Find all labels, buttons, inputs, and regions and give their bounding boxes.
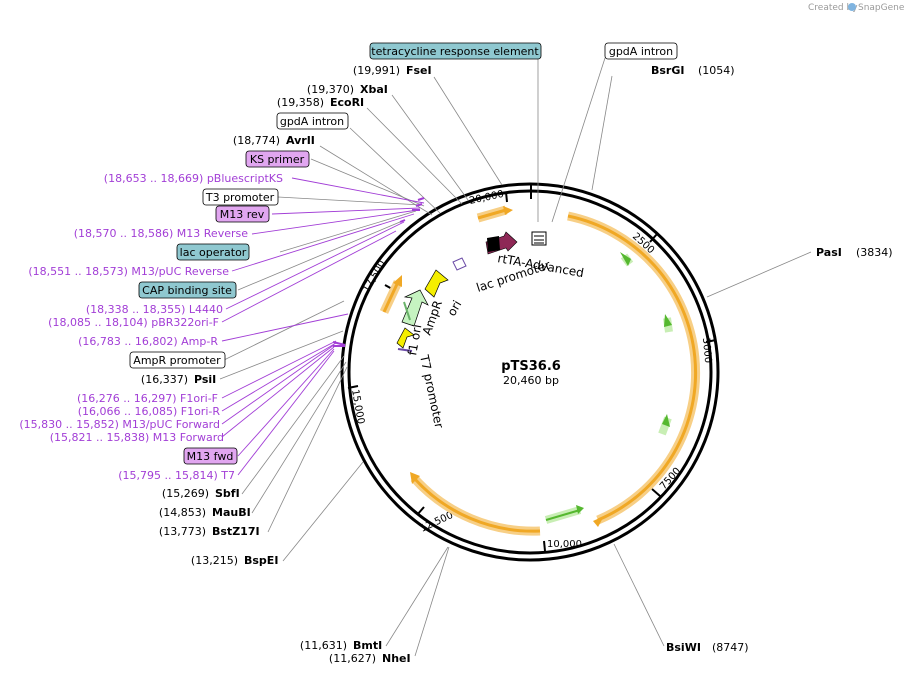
backbone-outer-ring xyxy=(340,182,720,562)
enzyme-bspei-pos: (13,215) xyxy=(191,554,238,567)
primer-amp-r: (16,783 .. 16,802) Amp-R xyxy=(78,335,218,348)
enzyme-fsei-name: FseI xyxy=(406,64,432,77)
snapgene-logo-icon xyxy=(848,3,856,11)
snapgene-brand-text: SnapGene xyxy=(858,3,905,13)
enzyme-bstz17i-name: BstZ17I xyxy=(212,525,260,538)
ampr-stripe xyxy=(403,301,411,321)
tick-label-10000: 10,000 xyxy=(547,539,582,550)
primer-m13-forward: (15,821 .. 15,838) M13 Forward xyxy=(50,431,224,444)
created-by-text: Created by xyxy=(808,3,858,13)
enzyme-fsei-pos: (19,991) xyxy=(353,64,400,77)
enzyme-bmti-pos: (11,631) xyxy=(300,639,347,652)
enzyme-bsiwi-name: BsiWI xyxy=(666,641,701,654)
enzyme-pasi-name: PasI xyxy=(816,246,842,259)
primer-m13-reverse: (18,570 .. 18,586) M13 Reverse xyxy=(74,227,248,240)
primer-f1ori-f: (16,276 .. 16,297) F1ori-F xyxy=(77,392,218,405)
box-m13-fwd xyxy=(183,447,238,465)
primer-l4440: (18,338 .. 18,355) L4440 xyxy=(86,303,223,316)
box-gpda-left-label: gpdA intron xyxy=(280,115,344,128)
box-lac-operator-label: lac operator xyxy=(180,246,247,259)
lac-promoter-arrow xyxy=(452,257,467,271)
t7-promoter-mark xyxy=(397,348,413,352)
tre-block-icon xyxy=(487,236,500,252)
ori-arrow xyxy=(424,269,449,298)
primer-pbr322ori-f: (18,085 .. 18,104) pBR322ori-F xyxy=(48,316,219,329)
enzyme-avrii-pos: (18,774) xyxy=(233,134,280,147)
enzyme-sbfi-pos: (15,269) xyxy=(162,487,209,500)
box-gpda-top-label: gpdA intron xyxy=(609,45,673,58)
enzyme-ecori-name: EcoRI xyxy=(330,96,364,109)
primer-m13-puc-forward: (15,830 .. 15,852) M13/pUC Forward xyxy=(19,418,220,431)
box-lac-operator xyxy=(176,243,250,261)
primer-m13-puc-reverse: (18,551 .. 18,573) M13/pUC Reverse xyxy=(28,265,229,278)
tick-label-17500: 17,500 xyxy=(361,259,388,295)
plasmid-size: 20,460 bp xyxy=(503,374,559,387)
plasmid-name: pTS36.6 xyxy=(501,359,561,374)
box-ampr-promoter xyxy=(129,351,226,369)
primer-marks xyxy=(332,197,425,347)
t7-promoter-label: T7 promoter xyxy=(417,353,446,430)
box-m13-rev xyxy=(215,205,270,223)
enzyme-bsrgi-name: BsrGI xyxy=(651,64,684,77)
box-ks-primer xyxy=(245,150,310,168)
box-cap-binding-site xyxy=(138,281,237,299)
enzyme-sbfi-name: SbfI xyxy=(215,487,240,500)
primer-f1ori-r: (16,066 .. 16,085) F1ori-R xyxy=(78,405,221,418)
enzyme-bstz17i-pos: (13,773) xyxy=(159,525,206,538)
f1-ori-arrow xyxy=(396,327,415,349)
enzyme-nhei-name: NheI xyxy=(382,652,411,665)
tick-label-5000: 5000 xyxy=(700,337,713,363)
primer-pbluescriptks: (18,653 .. 18,669) pBluescriptKS xyxy=(104,172,283,185)
primer-t7: (15,795 .. 15,814) T7 xyxy=(118,469,235,482)
ampr-label: AmpR xyxy=(420,299,445,337)
enzyme-bmti-name: BmtI xyxy=(353,639,382,652)
enzyme-psii-pos: (16,337) xyxy=(141,373,188,386)
enzyme-maubi-name: MauBI xyxy=(212,506,251,519)
enzyme-bsiwi-pos: (8747) xyxy=(712,641,749,654)
box-tre-label: tetracycline response element xyxy=(371,45,539,58)
enzyme-bspei-name: BspEI xyxy=(244,554,278,567)
box-tre xyxy=(369,42,542,60)
box-gpda-top xyxy=(604,42,678,60)
enzyme-ecori-pos: (19,358) xyxy=(277,96,324,109)
enzyme-psii-name: PsiI xyxy=(194,373,216,386)
f1-ori-label: f1 ori xyxy=(405,323,424,356)
box-ks-primer-label: KS primer xyxy=(250,153,305,166)
box-ampr-promoter-label: AmpR promoter xyxy=(133,354,221,367)
enzyme-avrii-name: AvrII xyxy=(286,134,315,147)
gpda-intron-block-icon xyxy=(531,231,547,246)
feature-arrows-orange xyxy=(379,205,701,536)
box-cap-binding-site-label: CAP binding site xyxy=(142,284,232,297)
box-t3-promoter xyxy=(202,188,279,206)
enzyme-maubi-pos: (14,853) xyxy=(159,506,206,519)
enzyme-pasi-pos: (3834) xyxy=(856,246,893,259)
enzyme-xbai-name: XbaI xyxy=(360,83,388,96)
ori-label: ori xyxy=(444,298,464,319)
enzyme-nhei-pos: (11,627) xyxy=(329,652,376,665)
tick-label-12500: 12,500 xyxy=(419,510,455,535)
enzyme-bsrgi-pos: (1054) xyxy=(698,64,735,77)
box-t3-promoter-label: T3 promoter xyxy=(205,191,275,204)
box-gpda-left xyxy=(276,112,349,130)
feature-arrows-green xyxy=(544,252,673,524)
box-m13-fwd-label: M13 fwd xyxy=(187,450,234,463)
enzyme-leader-lines xyxy=(219,57,812,657)
enzyme-xbai-pos: (19,370) xyxy=(307,83,354,96)
box-m13-rev-label: M13 rev xyxy=(220,208,265,221)
primer-leader-lines xyxy=(221,177,425,476)
